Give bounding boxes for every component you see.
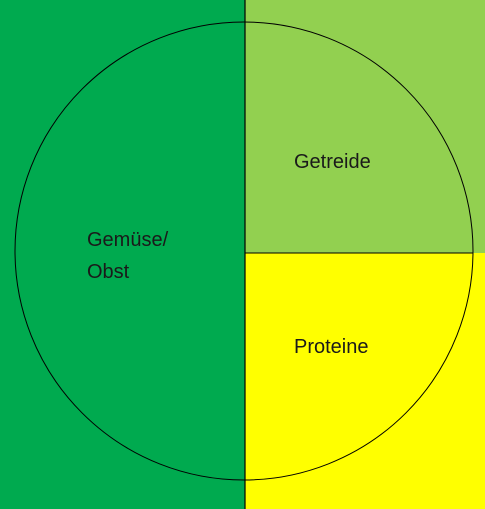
label-proteins: Proteine <box>294 336 369 358</box>
label-vegetables-fruit-line-1: Gemüse/ <box>87 229 169 251</box>
plate-circle <box>14 21 474 481</box>
section-vegetables-fruit <box>0 0 245 509</box>
label-vegetables-fruit: Gemüse/ Obst <box>87 229 174 283</box>
label-proteins-line-1: Proteine <box>294 336 369 358</box>
label-grains: Getreide <box>294 151 371 173</box>
section-proteins <box>245 253 485 509</box>
section-grains <box>245 0 485 253</box>
label-vegetables-fruit-line-2: Obst <box>87 261 130 283</box>
label-grains-line-1: Getreide <box>294 151 371 173</box>
